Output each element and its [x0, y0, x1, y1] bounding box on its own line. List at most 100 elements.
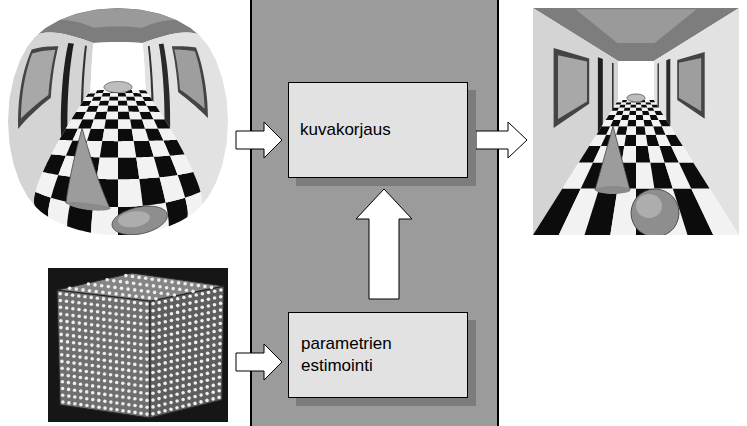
- calibration-dot: [77, 301, 81, 305]
- calibration-dot: [66, 361, 70, 365]
- calibration-dot: [133, 411, 137, 415]
- calibration-dot: [200, 346, 204, 350]
- floor-tile: [636, 115, 644, 120]
- calibration-dot: [212, 350, 216, 354]
- sphere-highlight: [118, 211, 150, 227]
- calibration-dot: [144, 277, 148, 281]
- calibration-dot: [103, 400, 107, 404]
- calibration-dot: [109, 353, 113, 357]
- floor-tile: [106, 112, 118, 120]
- calibration-dot: [71, 293, 75, 297]
- block-arrow: [236, 122, 282, 158]
- calibration-dot: [188, 308, 192, 312]
- block-arrow: [476, 122, 527, 158]
- calibration-dot: [187, 390, 191, 394]
- calibration-dot: [194, 307, 198, 311]
- calibration-dot: [73, 375, 77, 379]
- calibration-dot: [102, 345, 106, 349]
- floor-tile: [622, 111, 630, 115]
- calibration-dot: [115, 394, 119, 398]
- floor-tile: [636, 105, 642, 108]
- calibration-dot: [163, 402, 167, 406]
- calibration-dot: [139, 315, 143, 319]
- calibration-dot: [127, 341, 131, 345]
- calibration-dot: [213, 316, 217, 320]
- calibration-dot: [139, 350, 143, 354]
- calibration-dot: [164, 320, 168, 324]
- calibration-dot: [60, 360, 64, 364]
- floor-tile: [118, 129, 134, 142]
- calibration-dot: [72, 361, 76, 365]
- calibration-dot: [205, 399, 209, 403]
- floor-tile: [649, 100, 655, 102]
- calibration-dot: [90, 357, 94, 361]
- calibration-dot: [151, 316, 155, 320]
- floor-tile: [679, 163, 710, 189]
- floor-tile: [662, 126, 676, 134]
- calibration-dot: [146, 290, 150, 294]
- calibration-dot: [188, 362, 192, 366]
- corrected-image: [533, 8, 739, 235]
- calibration-dot: [133, 369, 137, 373]
- calibration-dot: [105, 278, 109, 282]
- calibration-dot: [85, 377, 89, 381]
- calibration-dot: [151, 405, 155, 409]
- calibration-dot: [127, 334, 131, 338]
- calibration-dot: [108, 339, 112, 343]
- floor-tile: [118, 106, 129, 112]
- calibration-dot: [206, 345, 210, 349]
- floor-tile: [118, 179, 143, 207]
- calibration-dot: [205, 385, 209, 389]
- calibration-dot: [218, 369, 222, 373]
- calibration-dot: [145, 412, 149, 416]
- calibration-dot: [61, 394, 65, 398]
- calibration-dot: [182, 323, 186, 327]
- door: [666, 59, 670, 127]
- calibration-dot: [153, 291, 157, 295]
- calibration-dot: [176, 324, 180, 328]
- calibration-dot: [97, 399, 101, 403]
- calibration-dot: [188, 295, 192, 299]
- door: [148, 46, 154, 102]
- calibration-dot: [158, 285, 162, 289]
- calibration-dot: [206, 365, 210, 369]
- calibration-dot: [157, 411, 161, 415]
- calibration-dot: [185, 289, 189, 293]
- calibration-dot: [218, 329, 222, 333]
- calibration-dot: [115, 360, 119, 364]
- floor-tile: [631, 102, 636, 104]
- calibration-dot: [96, 296, 100, 300]
- calibration-dot: [176, 331, 180, 335]
- floor-tile: [139, 90, 148, 93]
- calibration-dot: [97, 405, 101, 409]
- calibration-dot: [217, 396, 221, 400]
- calibration-dot: [139, 363, 143, 367]
- calibration-dot: [71, 321, 75, 325]
- calibration-dot: [219, 302, 223, 306]
- calibration-dot: [163, 361, 167, 365]
- floor-tile: [109, 96, 118, 100]
- calibration-dot: [133, 376, 137, 380]
- calibration-dot: [121, 320, 125, 324]
- calibration-dot: [145, 357, 149, 361]
- floor-tile: [630, 105, 636, 108]
- calibration-dot: [157, 349, 161, 353]
- calibration-dot: [151, 343, 155, 347]
- calibration-dot: [145, 378, 149, 382]
- calibration-dot: [176, 311, 180, 315]
- calibration-dot: [77, 308, 81, 312]
- calibration-dot: [210, 286, 214, 290]
- calibration-dot: [170, 319, 174, 323]
- calibration-dot: [103, 379, 107, 383]
- calibration-dot: [183, 282, 187, 286]
- calibration-dot: [127, 369, 131, 373]
- calibration-dot: [109, 380, 113, 384]
- calibration-dot: [182, 357, 186, 361]
- calibration-dot: [91, 398, 95, 402]
- calibration-dot: [157, 315, 161, 319]
- calibration-dot: [170, 305, 174, 309]
- calibration-dot: [120, 306, 124, 310]
- calibration-dot: [148, 296, 152, 300]
- calibration-dot: [85, 390, 89, 394]
- calibration-dot: [66, 340, 70, 344]
